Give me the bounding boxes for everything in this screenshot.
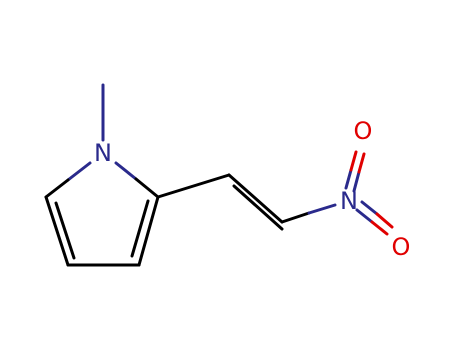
atom-n-ring: N — [94, 139, 112, 167]
bond-n-o-bottom-inner-b — [375, 212, 394, 229]
bond-c5-c4 — [44, 195, 70, 267]
bond-vinyl-nnitro — [280, 211, 311, 224]
bond-n-c5-b — [44, 178, 70, 199]
bond-n-c2 — [114, 161, 138, 181]
atom-o-bottom: O — [392, 233, 411, 261]
bond-vinyl-nnitro-b — [307, 203, 337, 215]
bond-c3-c2 — [137, 195, 160, 267]
bond-vinyl-double-inner — [232, 184, 284, 231]
atom-o-top: O — [354, 117, 373, 145]
bond-n-o-top-b — [349, 150, 358, 172]
bond-c5-c4-inner — [54, 201, 76, 260]
bond-n-o-top — [344, 168, 353, 190]
atom-n-nitro: N — [340, 187, 358, 215]
bond-n-o-bottom-inner — [360, 200, 379, 216]
bond-n-c5 — [66, 161, 92, 182]
bond-c2-vinyl — [156, 173, 231, 199]
bond-vinyl-double — [227, 173, 284, 224]
bond-n-o-top-inner — [352, 170, 361, 193]
bond-n-o-bottom — [355, 208, 374, 224]
bond-n-o-top-inner-b — [357, 152, 366, 174]
bond-n-o-bottom-b — [370, 220, 389, 236]
bond-c3-c2-inner — [130, 199, 150, 258]
bond-n-c2-b — [134, 177, 160, 199]
